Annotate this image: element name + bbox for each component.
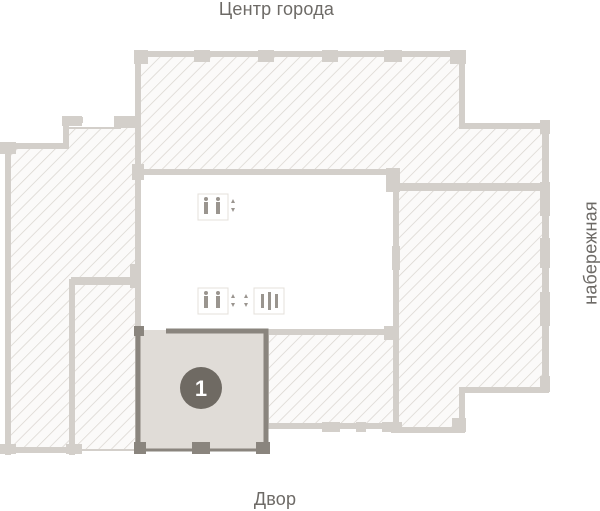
direction-label-courtyard: Двор bbox=[253, 489, 297, 509]
unit-1-columns bbox=[134, 326, 270, 454]
elevator-icon bbox=[231, 294, 248, 307]
unit-number: 1 bbox=[195, 376, 207, 401]
unit-left-lower[interactable] bbox=[73, 283, 137, 451]
unit-1-badge[interactable]: 1 bbox=[180, 367, 222, 409]
core-icons-upper bbox=[197, 193, 235, 221]
wall-blocks bbox=[0, 50, 550, 454]
restroom-icon bbox=[197, 287, 229, 315]
direction-label-embankment: набережная bbox=[580, 201, 600, 305]
restroom-icon bbox=[197, 193, 229, 221]
unit-top[interactable] bbox=[137, 55, 544, 185]
elevator-icon bbox=[231, 199, 235, 212]
unit-bottom-middle[interactable] bbox=[267, 333, 395, 429]
stairs-icon bbox=[253, 287, 285, 315]
core-icons-lower bbox=[197, 287, 285, 315]
direction-label-city-center: Центр города bbox=[218, 0, 335, 19]
